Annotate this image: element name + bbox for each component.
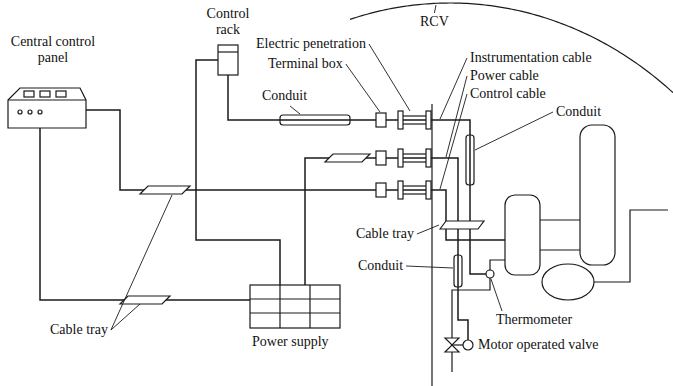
leader-line	[491, 279, 502, 311]
reactor-equipment	[540, 219, 580, 220]
part-label: Cable tray	[356, 226, 414, 242]
part-label: Conduit	[262, 88, 307, 104]
cable-tray	[120, 154, 484, 304]
part-label: Control rack	[200, 6, 256, 38]
central-control-panel	[8, 99, 86, 100]
valve-symbol	[463, 340, 473, 350]
part-label: Terminal box	[268, 56, 343, 72]
cable	[386, 120, 486, 274]
containment-dome	[350, 3, 673, 93]
cable-tray	[140, 186, 190, 194]
part-label: Control cable	[470, 86, 546, 102]
leader-line	[290, 106, 300, 114]
cable-tray	[325, 154, 370, 162]
cable-routing-illustration	[8, 3, 673, 386]
valve-symbol	[445, 338, 473, 352]
power-supply-cabinet	[250, 312, 340, 313]
part-label: Power cable	[470, 68, 539, 84]
electric-penetration	[403, 161, 426, 162]
power-supply-cabinet	[250, 298, 340, 299]
electric-penetration	[376, 111, 431, 199]
leader-line	[346, 64, 380, 112]
leader-line	[434, 5, 436, 13]
part-label: Electric penetration	[256, 36, 366, 52]
part-label: Thermometer	[496, 312, 572, 328]
reactor-equipment	[542, 264, 594, 300]
cable-tray	[440, 221, 484, 229]
central-control-panel	[56, 91, 66, 97]
part-label: RCV	[420, 14, 449, 30]
leader-line	[369, 44, 410, 111]
central-control-panel	[18, 110, 22, 114]
thermometer-symbol	[486, 270, 494, 278]
cable	[40, 128, 250, 300]
cable	[40, 60, 505, 340]
electric-penetration	[376, 113, 386, 127]
power-supply-cabinet	[309, 285, 310, 328]
cable-tray	[120, 296, 170, 304]
part-label: Instrumentation cable	[470, 50, 592, 66]
valve-symbol	[445, 345, 459, 352]
leader-line	[446, 76, 467, 157]
electric-penetration	[403, 153, 426, 154]
part-label: Power supply	[252, 334, 329, 350]
central-control-panel	[8, 88, 86, 128]
cable	[82, 110, 376, 190]
thermometer-symbol	[486, 270, 494, 278]
cable	[386, 158, 468, 340]
containment-wall	[431, 104, 432, 386]
power-supply-cabinet	[250, 285, 340, 328]
cable	[228, 75, 376, 120]
conduit	[280, 115, 350, 125]
electric-penetration	[426, 181, 431, 199]
part-label: Cable tray	[50, 322, 108, 338]
electric-penetration	[376, 183, 386, 197]
central-control-panel	[40, 91, 50, 97]
reactor-equipment	[540, 249, 580, 250]
control-rack	[218, 45, 238, 75]
part-label: Conduit	[556, 104, 601, 120]
part-label: Motor operated valve	[478, 337, 599, 353]
electric-penetration	[403, 115, 426, 116]
valve-symbol	[452, 344, 463, 345]
leader-line	[406, 266, 453, 268]
leader-line	[111, 195, 172, 330]
leader-line	[111, 304, 140, 330]
central-control-panel	[8, 88, 86, 128]
conduit	[280, 115, 474, 287]
electric-penetration	[376, 151, 386, 165]
conduit	[466, 135, 474, 185]
control-rack	[218, 51, 238, 52]
part-label: Central control panel	[8, 34, 98, 66]
electric-penetration	[426, 111, 431, 129]
electric-penetration	[426, 149, 431, 167]
power-supply-cabinet	[279, 285, 280, 328]
central-control-panel	[38, 110, 42, 114]
part-label: Conduit	[358, 258, 403, 274]
reactor-equipment	[580, 125, 615, 265]
leader-line	[475, 112, 553, 150]
electric-penetration	[403, 185, 426, 186]
control-rack	[218, 45, 238, 75]
electric-penetration	[398, 181, 403, 199]
electric-penetration	[403, 123, 426, 124]
reactor-equipment	[452, 125, 668, 372]
central-control-panel	[28, 110, 32, 114]
power-supply-cabinet	[250, 285, 340, 328]
leader-line	[440, 94, 467, 189]
central-control-panel	[24, 91, 34, 97]
electric-penetration	[398, 149, 403, 167]
leader-line	[417, 225, 439, 234]
reactor-equipment	[505, 195, 540, 275]
electric-penetration	[398, 111, 403, 129]
valve-symbol	[445, 338, 459, 345]
electric-penetration	[403, 193, 426, 194]
conduit	[454, 255, 462, 287]
